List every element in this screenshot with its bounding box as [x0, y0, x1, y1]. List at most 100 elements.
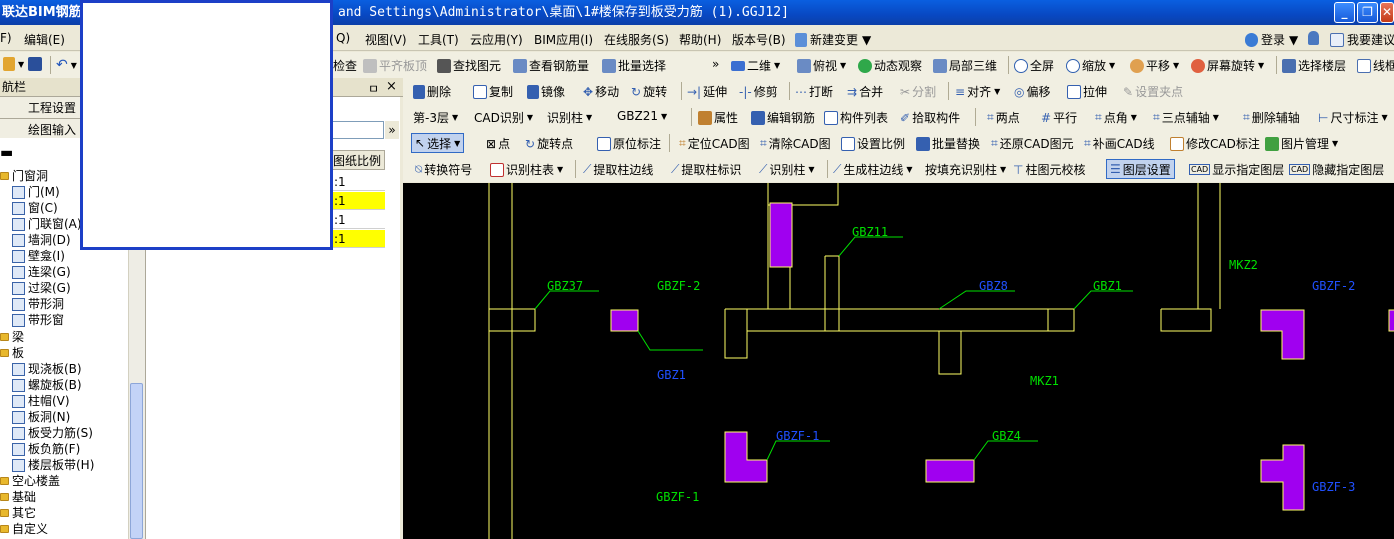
copy-button[interactable]: 复制 [473, 83, 513, 100]
menu-edit[interactable]: 编辑(E) [24, 33, 65, 47]
minimize-button[interactable]: _ [1334, 2, 1355, 23]
recognize-col-button[interactable]: ⟋识别柱▼ [759, 162, 815, 177]
col-check-button[interactable]: ⊤柱图元校核 [1013, 162, 1086, 178]
view-2d-dropdown[interactable]: 二维▼ [731, 57, 780, 74]
tree-scroll-thumb[interactable] [130, 383, 143, 539]
tree-folder[interactable]: 基础 [0, 489, 36, 505]
tree-item[interactable]: 墙洞(D) [12, 232, 71, 248]
scale-cell[interactable]: :1 [332, 211, 385, 229]
scale-cell[interactable]: :1 [332, 230, 385, 248]
menu-online[interactable]: 在线服务(S) [604, 33, 669, 47]
check-button[interactable]: 检查 [333, 59, 358, 73]
top-view-button[interactable]: 俯视▼ [797, 57, 846, 74]
extract-col-edge-button[interactable]: ⟋提取柱边线 [583, 162, 654, 177]
tree-item[interactable]: 窗(C) [12, 200, 58, 216]
scale-cell[interactable]: :1 [332, 173, 385, 191]
menu-file[interactable]: F) [0, 31, 12, 45]
more-icon[interactable]: » [712, 57, 720, 71]
tree-item[interactable]: 板受力筋(S) [12, 425, 93, 441]
screen-rotate-button[interactable]: 屏幕旋转▼ [1191, 57, 1264, 74]
tree-folder[interactable]: 其它 [0, 505, 36, 521]
cad-drawing[interactable] [403, 183, 1394, 539]
property-button[interactable]: 属性 [698, 109, 738, 126]
clear-cad-button[interactable]: ⌗清除CAD图 [760, 136, 831, 151]
trim-button[interactable]: -|-修剪 [739, 84, 778, 100]
tree-folder[interactable]: 门窗洞 [0, 168, 48, 184]
line-frame-button[interactable]: 线框 [1357, 57, 1394, 74]
image-manage-button[interactable]: 图片管理▼ [1265, 135, 1338, 152]
pin-icon[interactable]: ㅁ [368, 82, 380, 96]
bell-icon[interactable] [1308, 31, 1319, 45]
point-button[interactable]: ⊠点 [486, 136, 511, 152]
batch-replace-button[interactable]: 批量替换 [916, 135, 980, 152]
move-button[interactable]: ✥移动 [583, 84, 620, 100]
two-point-button[interactable]: ⌗两点 [987, 110, 1020, 125]
extend-button[interactable]: →|延伸 [687, 84, 728, 100]
convert-symbol-button[interactable]: ⍉转换符号 [415, 162, 473, 177]
settings-icon[interactable]: ▼ [3, 57, 24, 71]
tree-item[interactable]: 壁龛(I) [12, 248, 65, 264]
cad-drawing-canvas[interactable]: GBZ37 GBZF-2 GBZ11 GBZ8 GBZ1 MKZ2 GBZF-2… [403, 183, 1394, 539]
maximize-button[interactable]: ❐ [1357, 2, 1378, 23]
more-icon[interactable]: » [385, 121, 399, 139]
collapse-icon[interactable]: ▬ [0, 145, 14, 161]
tree-item[interactable]: 现浇板(B) [12, 361, 82, 377]
modify-cad-label-button[interactable]: 修改CAD标注 [1170, 135, 1260, 152]
mirror-button[interactable]: 镜像 [527, 83, 565, 100]
tree-folder[interactable]: 空心楼盖 [0, 473, 60, 489]
menu-cloud[interactable]: 云应用(Y) [470, 33, 523, 47]
select-button[interactable]: ↖选择▼ [411, 133, 465, 153]
delete-axis-button[interactable]: ⌗删除辅轴 [1243, 110, 1300, 125]
delete-button[interactable]: 删除 [413, 83, 451, 100]
original-label-button[interactable]: 原位标注 [597, 135, 661, 152]
tree-item[interactable]: 柱帽(V) [12, 393, 70, 409]
locate-cad-button[interactable]: ⌗定位CAD图 [679, 136, 750, 151]
recognize-col-table-button[interactable]: 识别柱表▼ [490, 161, 563, 178]
three-point-axis-button[interactable]: ⌗三点辅轴▼ [1153, 110, 1219, 125]
tree-item[interactable]: 门联窗(A) [12, 216, 82, 232]
cad-recognize-dropdown[interactable]: CAD识别▼ [474, 111, 533, 125]
layer-setting-button[interactable]: ☰图层设置 [1106, 159, 1175, 179]
fill-recognize-button[interactable]: 按填充识别柱▼ [925, 163, 1007, 177]
recognize-col-dropdown[interactable]: 识别柱▼ [547, 111, 593, 125]
tree-item[interactable]: 板洞(N) [12, 409, 70, 425]
find-element-button[interactable]: 查找图元 [437, 57, 501, 74]
align-button[interactable]: ≡对齐▼ [955, 84, 1001, 100]
merge-button[interactable]: ⇉合并 [847, 84, 884, 100]
tree-item[interactable]: 楼层板带(H) [12, 457, 94, 473]
pick-element-button[interactable]: ✐拾取构件 [900, 110, 961, 126]
dimension-button[interactable]: ⊢尺寸标注▼ [1318, 110, 1388, 126]
tree-folder[interactable]: 板 [0, 345, 24, 361]
batch-select-button[interactable]: 批量选择 [602, 57, 666, 74]
rotate-button[interactable]: ↻旋转 [631, 84, 668, 100]
tree-item[interactable]: 连梁(G) [12, 264, 71, 280]
point-angle-button[interactable]: ⌗点角▼ [1095, 110, 1137, 125]
menu-bim[interactable]: BIM应用(I) [534, 33, 594, 47]
tree-item[interactable]: 板负筋(F) [12, 441, 80, 457]
gen-col-edge-button[interactable]: ⟋生成柱边线▼ [833, 162, 913, 177]
blank-popup-window[interactable] [80, 0, 333, 250]
split-button[interactable]: ✂分割 [900, 84, 937, 100]
view-rebar-button[interactable]: 查看钢筋量 [513, 57, 589, 74]
local-3d-button[interactable]: 局部三维 [933, 57, 997, 74]
set-scale-button[interactable]: 设置比例 [841, 135, 905, 152]
save-icon[interactable] [28, 57, 42, 71]
menu-tools[interactable]: 工具(T) [418, 33, 459, 47]
set-grip-button[interactable]: ✎设置夹点 [1123, 84, 1184, 100]
new-change-button[interactable]: 新建变更▼ [795, 31, 871, 48]
parallel-button[interactable]: #平行 [1041, 110, 1078, 126]
close-button[interactable]: ✕ [1380, 2, 1394, 23]
add-cad-line-button[interactable]: ⌗补画CAD线 [1084, 136, 1155, 151]
scale-cell[interactable]: :1 [332, 192, 385, 210]
tree-item[interactable]: 带形洞 [12, 296, 64, 312]
extract-col-label-button[interactable]: ⟋提取柱标识 [671, 162, 742, 177]
menu-view[interactable]: 视图(V) [365, 33, 407, 47]
tree-item[interactable]: 带形窗 [12, 312, 64, 328]
stretch-button[interactable]: 拉伸 [1067, 83, 1107, 100]
undo-icon[interactable]: ↶▼ [56, 57, 77, 73]
zoom-button[interactable]: 缩放▼ [1066, 57, 1115, 74]
pan-button[interactable]: 平移▼ [1130, 57, 1179, 74]
align-board-button[interactable]: 平齐板顶 [363, 57, 427, 74]
